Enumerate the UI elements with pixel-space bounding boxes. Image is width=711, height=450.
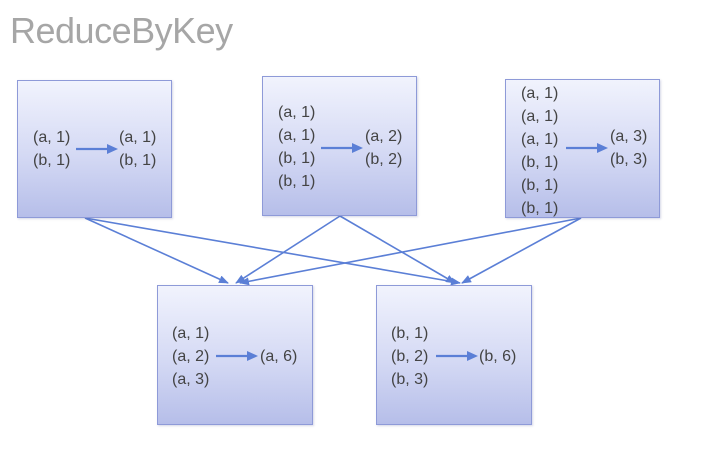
edge-p3-a [239, 217, 582, 286]
edge-p2-b [339, 215, 456, 284]
partition-2-input-pair: (b, 1) [278, 150, 316, 167]
partition-box-3: (a, 1) (a, 1) (a, 1) (b, 1) (b, 1) (b, 1… [505, 79, 660, 218]
reducer-b-input-pair: (b, 3) [391, 371, 429, 388]
partition-1-input-pair: (b, 1) [33, 152, 71, 169]
partition-2-input-pair: (a, 1) [278, 127, 316, 144]
edge-p2-a [235, 215, 341, 284]
reducer-b-output-pair: (b, 6) [479, 348, 517, 365]
combine-arrow-icon [76, 144, 118, 154]
partition-3-input-pair: (a, 1) [521, 85, 559, 102]
partition-box-2: (a, 1) (a, 1) (b, 1) (b, 1) (a, 2) (b, 2… [262, 76, 417, 216]
partition-3-input: (a, 1) (a, 1) (a, 1) (b, 1) (b, 1) (b, 1… [521, 82, 558, 220]
edge-p3-b [461, 217, 582, 284]
partition-3-input-pair: (b, 1) [521, 177, 559, 194]
reducer-a-input-pair: (a, 3) [172, 371, 210, 388]
reduce-arrow-icon [216, 351, 258, 361]
partition-3-input-pair: (b, 1) [521, 154, 559, 171]
partition-3-output-pair: (b, 3) [610, 151, 648, 168]
edge-p1-b [84, 217, 461, 286]
reducer-b-output: (b, 6) [479, 345, 516, 368]
reducer-b-input: (b, 1) (b, 2) (b, 3) [391, 322, 428, 391]
partition-2-input-pair: (b, 1) [278, 173, 316, 190]
reducer-a-input-pair: (a, 2) [172, 348, 210, 365]
partition-3-output-pair: (a, 3) [610, 128, 648, 145]
partition-2-input-pair: (a, 1) [278, 104, 316, 121]
partition-1-input-pair: (a, 1) [33, 129, 71, 146]
partition-3-input-pair: (b, 1) [521, 200, 559, 217]
partition-box-1: (a, 1) (b, 1) (a, 1) (b, 1) [17, 80, 172, 218]
reducer-b-input-pair: (b, 2) [391, 348, 429, 365]
reducer-a-output: (a, 6) [260, 345, 297, 368]
reducer-b-input-pair: (b, 1) [391, 325, 429, 342]
partition-1-output-pair: (b, 1) [119, 152, 157, 169]
partition-1-output: (a, 1) (b, 1) [119, 126, 156, 172]
reducer-box-a: (a, 1) (a, 2) (a, 3) (a, 6) [157, 285, 313, 425]
partition-2-input: (a, 1) (a, 1) (b, 1) (b, 1) [278, 101, 315, 193]
partition-3-input-pair: (a, 1) [521, 108, 559, 125]
partition-2-output-pair: (a, 2) [365, 128, 403, 145]
partition-3-input-pair: (a, 1) [521, 131, 559, 148]
combine-arrow-icon [321, 143, 363, 153]
reducer-a-input: (a, 1) (a, 2) (a, 3) [172, 322, 209, 391]
reducer-a-output-pair: (a, 6) [260, 348, 298, 365]
reducer-a-input-pair: (a, 1) [172, 325, 210, 342]
diagram-title: ReduceByKey [10, 10, 233, 51]
partition-1-input: (a, 1) (b, 1) [33, 126, 70, 172]
combine-arrow-icon [566, 143, 608, 153]
partition-1-output-pair: (a, 1) [119, 129, 157, 146]
partition-3-output: (a, 3) (b, 3) [610, 125, 647, 171]
edge-p1-a [84, 217, 229, 284]
reducer-box-b: (b, 1) (b, 2) (b, 3) (b, 6) [376, 285, 532, 425]
partition-2-output-pair: (b, 2) [365, 151, 403, 168]
partition-2-output: (a, 2) (b, 2) [365, 125, 402, 171]
reduce-arrow-icon [436, 351, 478, 361]
